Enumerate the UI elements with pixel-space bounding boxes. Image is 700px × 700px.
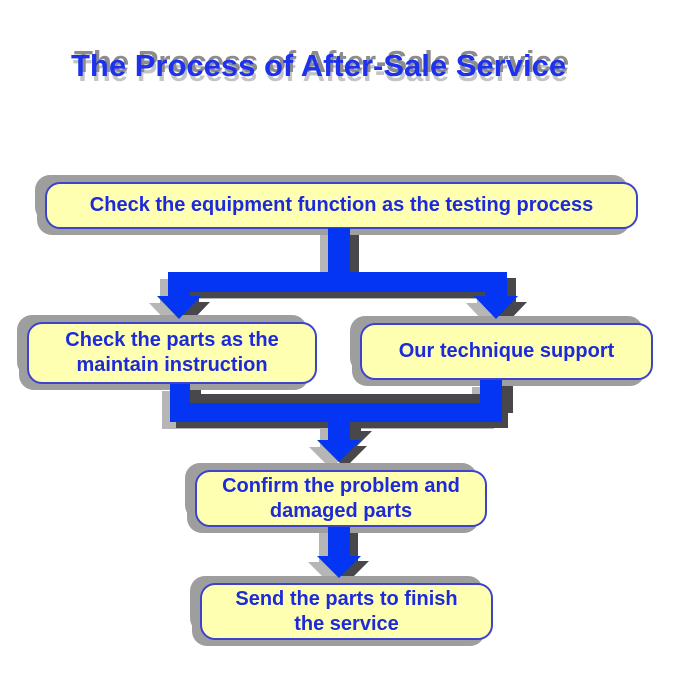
flow-box-label: Send the parts to finish the service <box>235 587 458 635</box>
flow-box-check-parts: Check the parts as the maintain instruct… <box>27 322 317 384</box>
final-arrow-shadow-dark <box>325 532 369 583</box>
merge-arrow <box>170 380 502 462</box>
split-arrow-shadow-dark <box>166 234 527 325</box>
merge-arrow-shadow-light <box>162 387 494 469</box>
flow-box-check-equipment: Check the equipment function as the test… <box>45 182 638 229</box>
flow-box-send-parts: Send the parts to finish the service <box>200 583 493 640</box>
flow-box-label: Confirm the problem and damaged parts <box>222 474 460 522</box>
split-arrow-shadow-light <box>149 235 510 326</box>
flow-box-label: Check the equipment function as the test… <box>89 194 594 216</box>
flow-box-technique-support: Our technique support <box>360 323 653 380</box>
flow-box-label: Our technique support <box>398 340 615 362</box>
merge-arrow-shadow-down <box>176 386 508 468</box>
page-title: The Process of After-Sale Service <box>71 48 567 83</box>
split-arrow <box>157 228 518 319</box>
flow-box-label: Check the parts as the maintain instruct… <box>65 329 279 376</box>
final-arrow-shadow-light <box>308 533 352 584</box>
flow-box-confirm-problem: Confirm the problem and damaged parts <box>195 470 487 527</box>
down-arrow <box>317 527 361 578</box>
